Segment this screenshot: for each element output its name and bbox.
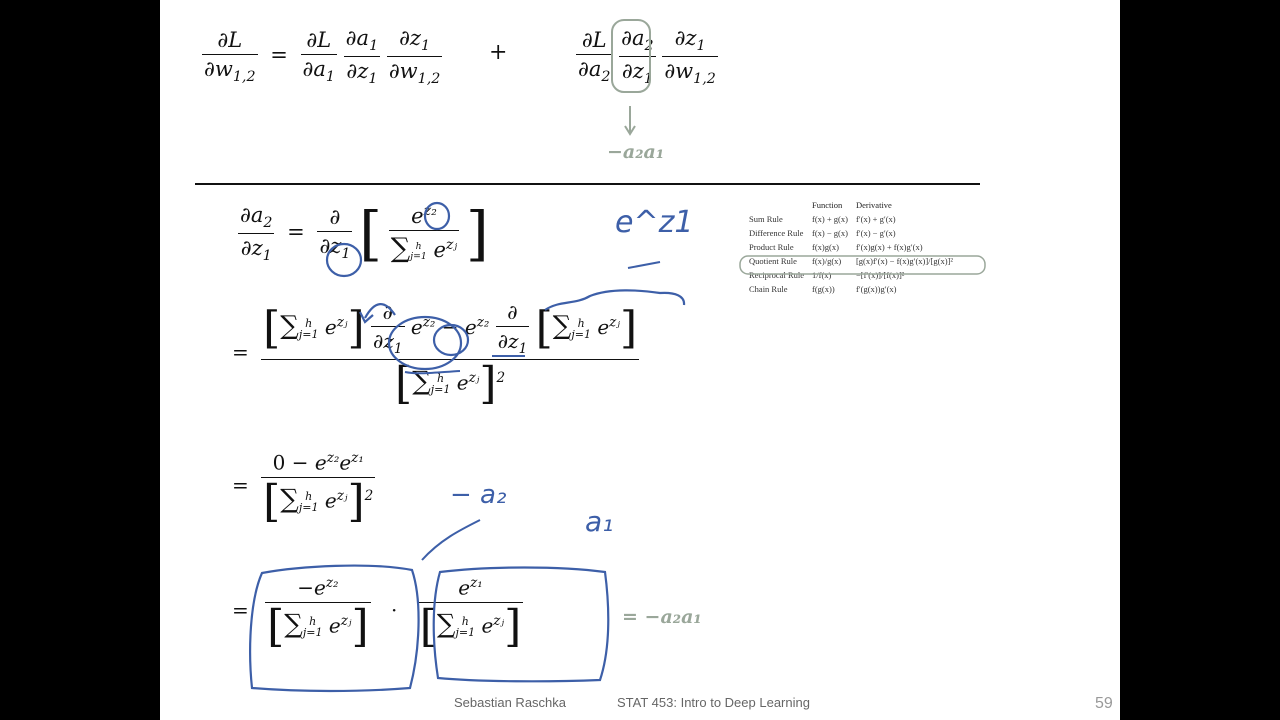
footer-author: Sebastian Raschka: [454, 695, 567, 710]
handwritten-minus-a2: − a₂: [450, 480, 507, 510]
term1-frac2: ∂a1 ∂z1: [343, 26, 381, 88]
handwritten-a1: a₁: [585, 505, 614, 538]
result-top: −a₂a₁: [607, 141, 665, 163]
plus-sign: +: [489, 40, 508, 65]
top-equation: ∂L ∂w1,2 = ∂L ∂a1 ∂a1 ∂z1 ∂z1 ∂w1,2: [202, 26, 443, 88]
table-header-row: Function Derivative: [745, 198, 957, 212]
table-header-function: Function: [812, 200, 843, 210]
handwritten-e-z1: e^z1: [615, 205, 694, 240]
term2-frac2: ∂a2 ∂z1: [619, 26, 656, 88]
term2-frac3: ∂z1 ∂w1,2: [662, 26, 718, 88]
divider-line: [195, 183, 980, 185]
term1-frac1: ∂L ∂a1: [300, 28, 337, 86]
table-header-derivative: Derivative: [855, 200, 892, 210]
term2-frac1: ∂L ∂a2: [576, 28, 613, 86]
slide: ∂L ∂w1,2 = ∂L ∂a1 ∂a1 ∂z1 ∂z1 ∂w1,2 + ∂L…: [160, 0, 1120, 720]
term1-frac3: ∂z1 ∂w1,2: [386, 26, 443, 88]
page-number: 59: [1095, 695, 1113, 712]
lhs-fraction: ∂L ∂w1,2: [202, 28, 258, 86]
term2: ∂L ∂a2 ∂a2 ∂z1 ∂z1 ∂w1,2: [576, 26, 718, 87]
footer-course: STAT 453: Intro to Deep Learning: [617, 695, 810, 710]
result-bottom: = −a₂a₁: [622, 606, 702, 628]
